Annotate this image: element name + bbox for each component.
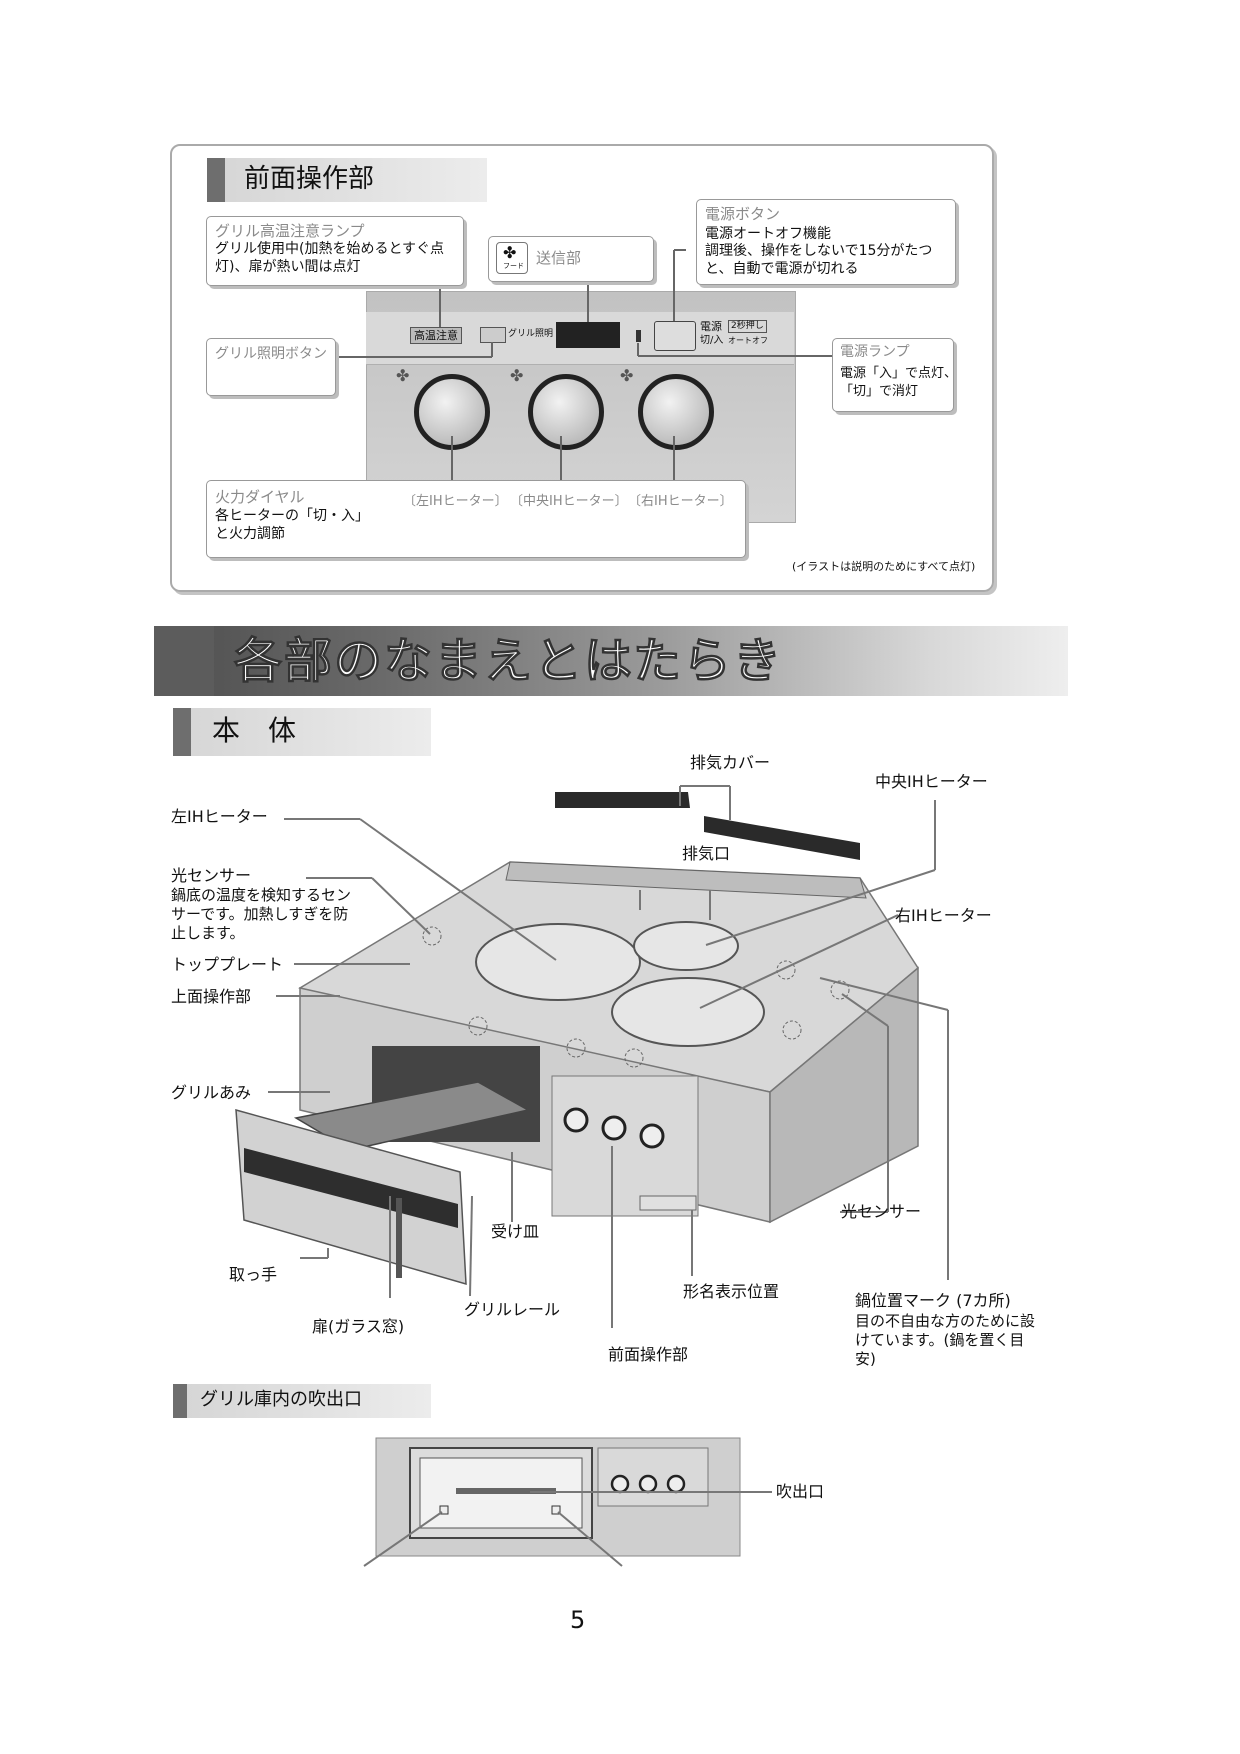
page-number: 5: [570, 1606, 586, 1634]
exhaust-cover-label: 排気カバー: [690, 753, 771, 772]
vent-corner-right: [551, 1505, 561, 1515]
panel-power-lamp: [636, 330, 641, 342]
transmitter-label: 送信部: [536, 249, 582, 267]
main-title-band: [154, 626, 1068, 696]
light-sensor-label: 光センサー: [171, 866, 252, 885]
dial-fan-icon: ✤: [510, 366, 524, 385]
panel-transmitter-window: [556, 322, 620, 348]
exhaust-port-label: 排気口: [682, 844, 731, 863]
heat-dial-callout: [206, 480, 746, 558]
center-heater-dial[interactable]: [528, 374, 604, 450]
exhaust-cover-left-body: [555, 792, 690, 808]
front-panel-heading-band: [207, 158, 487, 202]
body-heading-band: [173, 708, 431, 756]
model-plate: [639, 1195, 697, 1211]
left-ih-burner: [475, 923, 641, 1001]
vent-corner-left: [439, 1505, 449, 1515]
body-front-panel: [551, 1075, 699, 1217]
main-title: 各部のなまえとはたらき: [233, 633, 784, 690]
top-panel-label: 上面操作部: [171, 987, 252, 1006]
heat-dial-desc: 各ヒーターの「切・入」と火力調節: [215, 508, 362, 542]
handle-label: 取っ手: [229, 1265, 278, 1284]
panel-auto-off-label: オートオフ: [728, 336, 768, 345]
drip-tray-label: 受け皿: [491, 1222, 540, 1241]
heat-dial-title: 火力ダイヤル: [215, 488, 305, 506]
panel-grill-light-label: グリル照明: [508, 329, 554, 339]
body-dial-right: [639, 1123, 665, 1149]
right-heater-dial[interactable]: [638, 374, 714, 450]
left-ih-label: 左IHヒーター: [171, 807, 268, 826]
grill-light-button-callout: [206, 338, 336, 396]
center-ih-label: 中央IHヒーター: [875, 772, 988, 791]
power-button-desc: 調理後、操作をしないで15分がたつと、自動で電源が切れる: [705, 243, 933, 277]
transmitter-callout: [488, 236, 654, 282]
grill-high-temp-lamp-title: グリル高温注意ランプ: [215, 222, 365, 240]
light-sensor2-label: 光センサー: [841, 1202, 922, 1221]
panel-power-label2: 切/入: [700, 335, 724, 346]
power-button-sub: 電源オートオフ機能: [705, 226, 831, 242]
pan-mark-desc: 目の不自由な方のために設けています。(鍋を置く目安): [855, 1312, 1036, 1368]
fan-glyph: ✤: [503, 243, 517, 262]
heading-marker: [207, 158, 225, 202]
light-sensor-desc: 鍋底の温度を検知するセンサーです。加熱しすぎを防止します。: [171, 886, 352, 942]
center-ih-burner: [633, 921, 739, 971]
body-heading-marker: [173, 708, 191, 756]
vent-dial-left: [610, 1474, 630, 1494]
panel-hold-label: 2秒押し: [728, 320, 767, 333]
dial-left-label: 〔左IHヒーター〕: [403, 494, 508, 509]
vent-heading-band: [173, 1384, 431, 1418]
door-label: 扉(ガラス窓): [312, 1317, 405, 1336]
power-button-title: 電源ボタン: [705, 205, 781, 223]
vent-dial-right: [666, 1474, 686, 1494]
cooktop-rear-strip: [505, 861, 867, 899]
front-panel-label: 前面操作部: [608, 1345, 689, 1364]
power-lamp-desc2: 「切」で消灯: [840, 384, 919, 399]
model-label: 形名表示位置: [683, 1282, 780, 1301]
right-ih-label: 右IHヒーター: [895, 906, 992, 925]
dial-fan-icon: ✤: [396, 366, 410, 385]
exhaust-cover-right-body: [704, 816, 860, 860]
illustration-note: (イラストは説明のためにすべて点灯): [792, 560, 976, 573]
grill-handle: [396, 1198, 402, 1278]
body-dial-center: [601, 1115, 627, 1141]
fan-hood-icon-label: フード: [503, 262, 524, 270]
main-title-marker: [154, 626, 214, 696]
grill-drawer-window: [244, 1148, 458, 1228]
outlet-label: 吹出口: [776, 1482, 825, 1501]
body-heading: 本 体: [212, 714, 297, 747]
panel-high-temp-lamp: 高温注意: [410, 327, 462, 345]
power-lamp-callout: [832, 338, 954, 412]
top-plate-label: トッププレート: [171, 955, 284, 974]
grill-high-temp-lamp-desc: グリル使用中(加熱を始めるとすぐ点灯)、扉が熱い間は点灯: [215, 241, 445, 275]
power-button-callout: [696, 199, 956, 285]
front-panel-frame: [170, 144, 994, 592]
dial-center-label: 〔中央IHヒーター〕: [510, 494, 628, 509]
vent-dial-center: [638, 1474, 658, 1494]
cooktop-side: [769, 966, 919, 1224]
grill-high-temp-lamp-callout: [206, 216, 464, 286]
grill-net-label: グリルあみ: [171, 1083, 252, 1102]
vent-heading-marker: [173, 1384, 187, 1418]
grill-rail-label: グリルレール: [464, 1300, 561, 1319]
dial-right-label: 〔右IHヒーター〕: [628, 494, 733, 509]
body-dial-left: [563, 1107, 589, 1133]
grill-light-button-label: グリル照明ボタン: [215, 346, 327, 362]
vent-heading: グリル庫内の吹出口: [200, 1389, 362, 1410]
panel-power-button[interactable]: [654, 321, 696, 351]
power-lamp-desc1: 電源「入」で点灯、: [840, 366, 958, 381]
fan-hood-icon: ✤ フード: [496, 242, 528, 274]
vent-outlet-slot: [456, 1488, 556, 1494]
dial-fan-icon: ✤: [620, 366, 634, 385]
front-panel-heading: 前面操作部: [244, 164, 375, 194]
pan-mark-label: 鍋位置マーク (7カ所): [855, 1291, 1011, 1310]
power-lamp-title: 電源ランプ: [840, 344, 910, 360]
panel-power-label: 電源: [700, 320, 722, 333]
